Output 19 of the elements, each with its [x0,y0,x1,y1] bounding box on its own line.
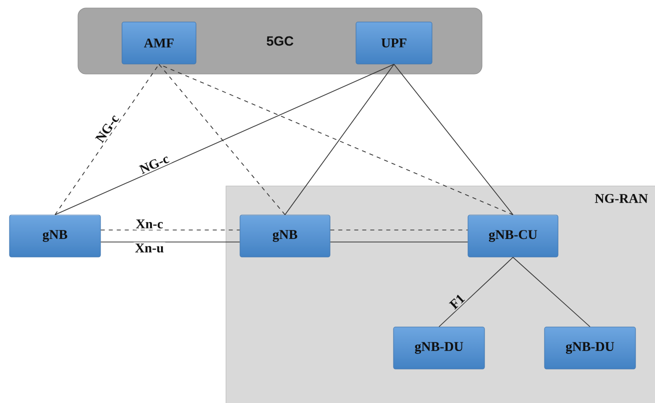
network-function-box: AMF [122,22,196,64]
connector-line [438,256,514,328]
edge-label: NG-c [136,152,172,176]
network-function-box: UPF [356,22,432,64]
connector-line [394,64,514,216]
connector-line [158,64,286,216]
edge-label: Xn-c [134,218,164,230]
network-function-box: gNB [240,214,330,258]
edge-label: F1 [446,291,468,312]
network-function-box: gNB-DU [544,326,636,370]
connector-line [54,64,160,216]
edge-label: Xn-u [134,242,166,254]
connector-line [158,64,514,216]
network-function-box: gNB-DU [393,326,485,370]
network-function-box: gNB-CU [468,214,558,258]
connector-line [284,64,394,216]
connector-line [512,256,590,328]
network-function-box: gNB [9,214,101,258]
connector-line [54,64,394,216]
